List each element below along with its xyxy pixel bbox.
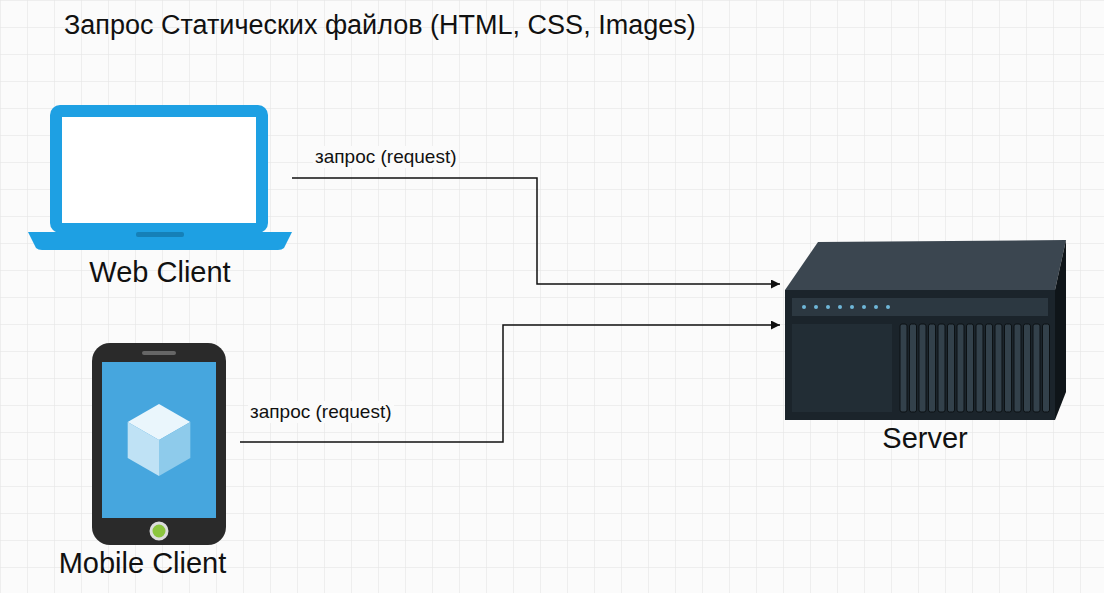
diagram-title: Запрос Статических файлов (HTML, CSS, Im… — [64, 10, 696, 41]
phone-node: Mobile Client — [45, 340, 240, 588]
node-label: Mobile Client — [59, 547, 227, 580]
laptop-node: Web Client — [28, 100, 292, 295]
node-label: Web Client — [89, 256, 230, 289]
server-node: Server — [780, 232, 1070, 462]
edge-label: запрос (request) — [313, 146, 459, 168]
request-arrow — [292, 178, 780, 284]
node-label: Server — [882, 422, 967, 455]
edge-label: запрос (request) — [248, 401, 394, 423]
request-arrow — [240, 325, 780, 442]
